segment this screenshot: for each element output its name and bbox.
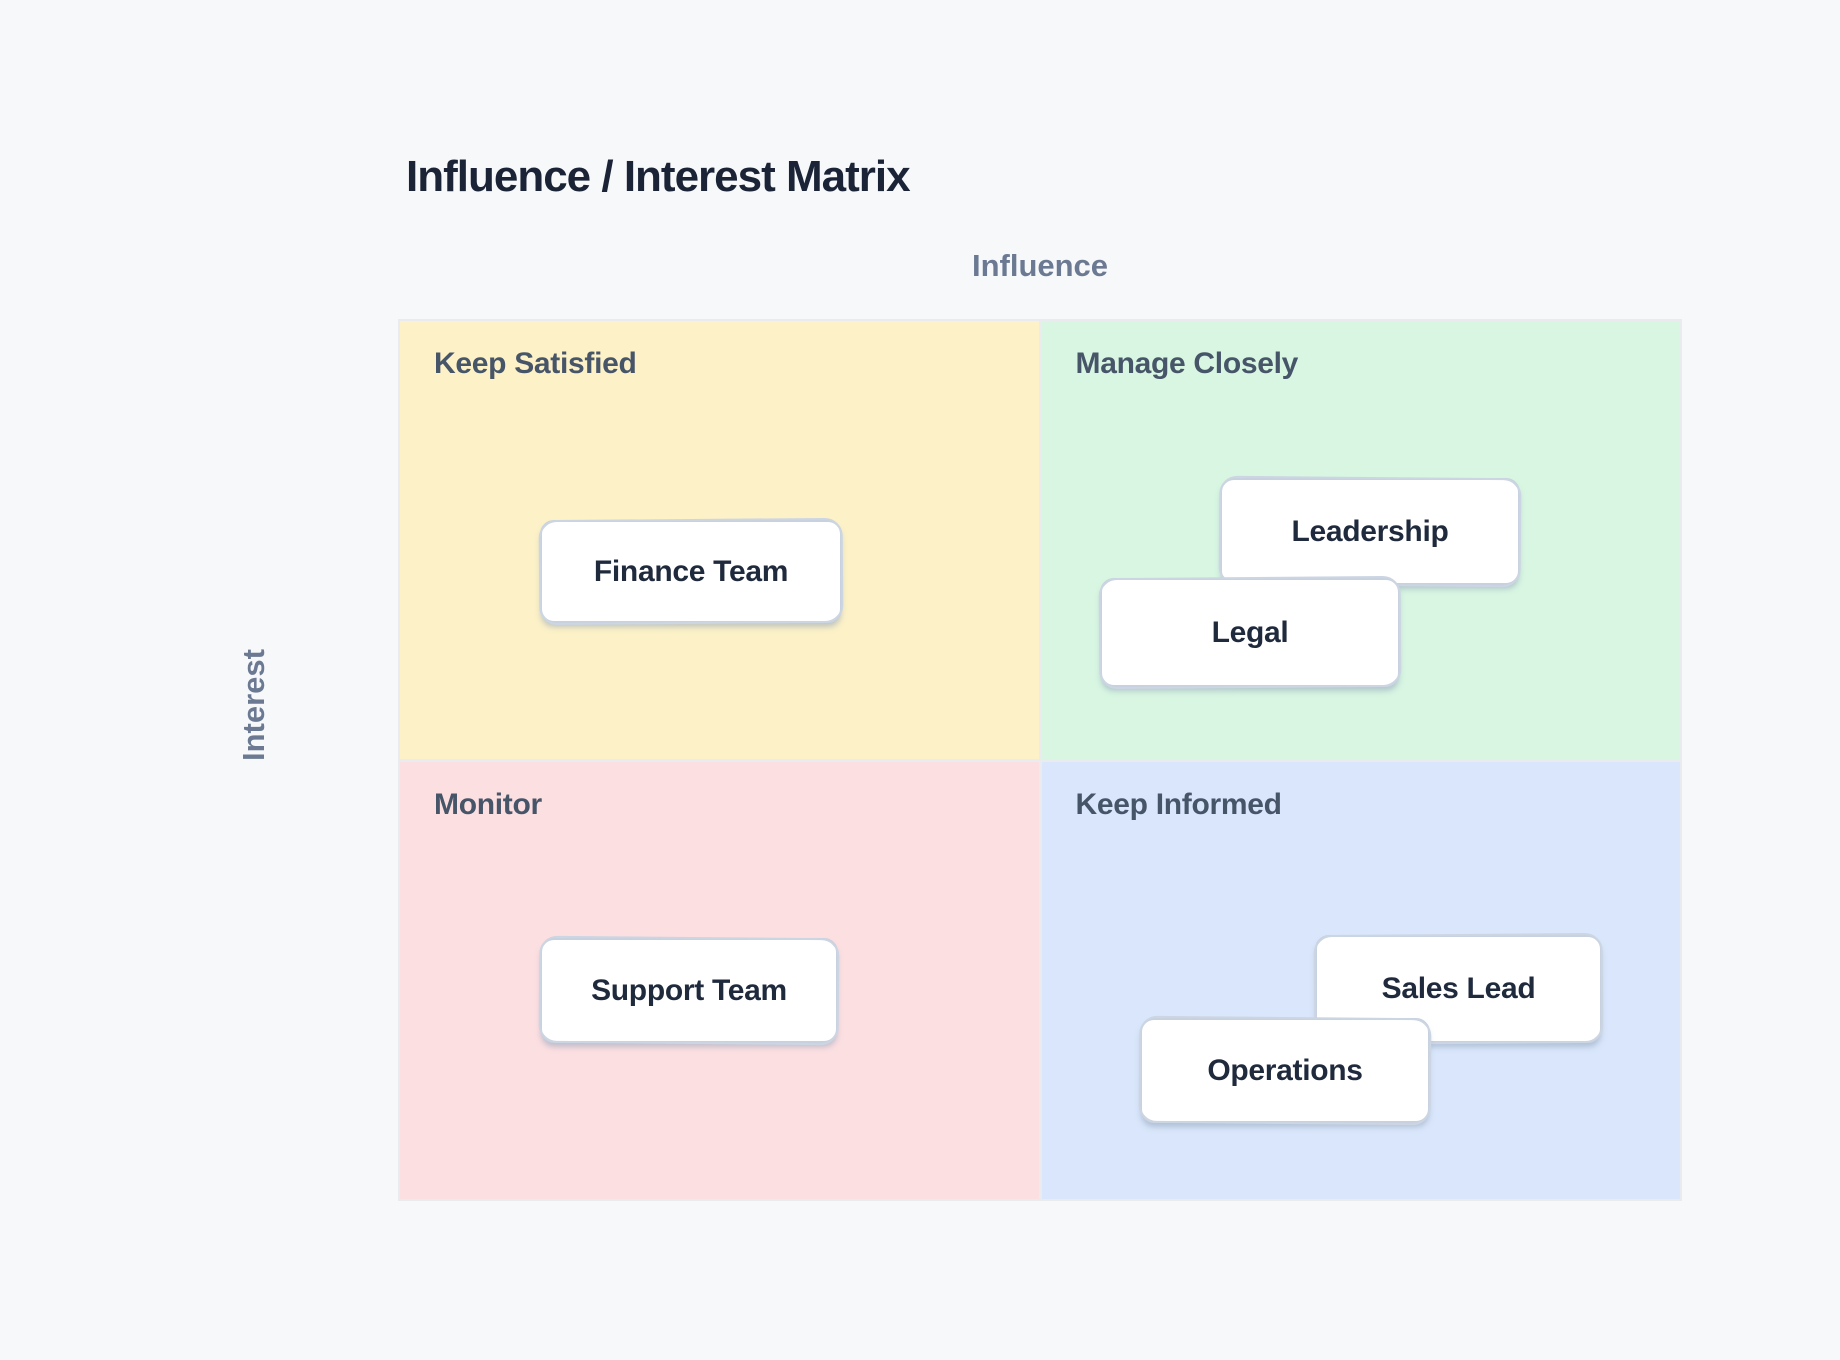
page-title: Influence / Interest Matrix xyxy=(406,152,911,201)
card-legal[interactable]: Legal xyxy=(1100,578,1400,687)
quadrant-label-keep-satisfied: Keep Satisfied xyxy=(434,347,637,380)
quadrant-label-manage-closely: Manage Closely xyxy=(1075,347,1299,380)
influence-interest-matrix: Keep Satisfied Manage Closely Monitor Ke… xyxy=(398,319,1682,1201)
card-label-support-team: Support Team xyxy=(591,973,787,1007)
card-support-team[interactable]: Support Team xyxy=(540,938,838,1043)
y-axis-label-interest: Interest xyxy=(236,649,271,761)
x-axis-label-influence: Influence xyxy=(971,248,1109,283)
card-label-legal: Legal xyxy=(1211,615,1289,649)
card-finance-team[interactable]: Finance Team xyxy=(540,520,842,623)
card-operations[interactable]: Operations xyxy=(1140,1018,1430,1123)
card-label-operations: Operations xyxy=(1207,1053,1363,1087)
quadrant-label-monitor: Monitor xyxy=(434,787,542,821)
quadrant-label-keep-informed: Keep Informed xyxy=(1075,787,1282,821)
card-label-leadership: Leadership xyxy=(1291,514,1449,548)
card-label-finance-team: Finance Team xyxy=(593,554,789,588)
card-leadership[interactable]: Leadership xyxy=(1220,478,1520,585)
card-label-sales-lead: Sales Lead xyxy=(1381,972,1536,1005)
